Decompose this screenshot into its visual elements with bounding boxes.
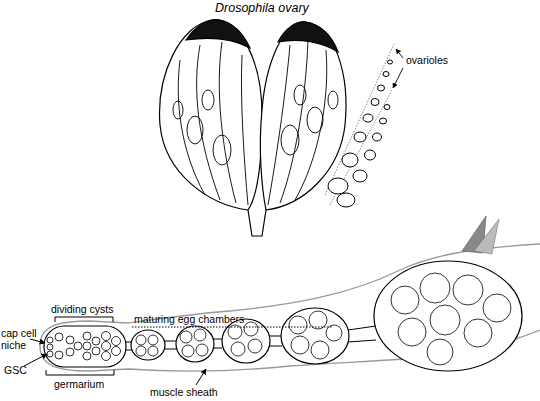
part-label: muscle sheath [150, 386, 218, 398]
figure-title: Drosophila ovary [215, 1, 309, 15]
part-label: maturing egg chambers [134, 313, 244, 325]
part-label: germarium [54, 378, 104, 390]
part-label: dividing cysts [51, 303, 113, 315]
part-label: cap cell niche [1, 327, 37, 351]
part-label: ovarioles [406, 54, 448, 66]
part-label: GSC [4, 364, 27, 376]
